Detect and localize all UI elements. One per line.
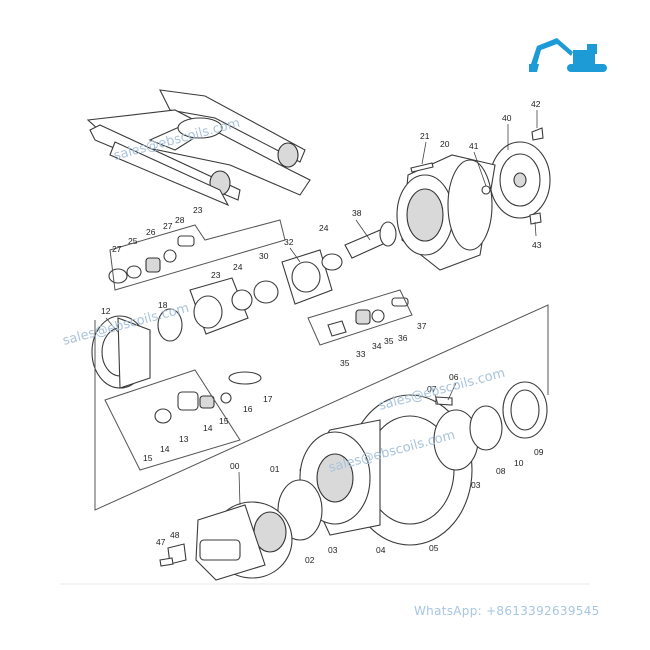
callout-14a: 14 <box>203 423 213 433</box>
travel-motor-assembly <box>159 501 293 581</box>
callout-16: 16 <box>243 404 253 414</box>
callout-38: 38 <box>352 208 362 218</box>
callout-40: 40 <box>502 113 512 123</box>
undercarriage-frame <box>86 89 311 207</box>
callout-43: 43 <box>532 240 542 250</box>
callout-27b: 27 <box>112 244 122 254</box>
callout-18: 18 <box>158 300 168 310</box>
callout-24b: 24 <box>233 262 243 272</box>
callout-03a: 03 <box>471 480 481 490</box>
part-callouts: 42 40 21 20 41 43 38 23 28 27 26 25 27 2… <box>101 99 544 565</box>
excavator-logo-icon <box>527 38 609 80</box>
callout-36: 36 <box>398 333 408 343</box>
callout-03b: 03 <box>328 545 338 555</box>
whatsapp-contact: WhatsApp: +8613392639545 <box>414 604 600 618</box>
callout-15a: 15 <box>219 416 229 426</box>
leader-lines <box>105 110 538 506</box>
callout-35b: 35 <box>340 358 350 368</box>
travel-motor-hub <box>344 127 551 271</box>
callout-08: 08 <box>496 466 506 476</box>
callout-07: 07 <box>427 384 437 394</box>
callout-26: 26 <box>146 227 156 237</box>
callout-13: 13 <box>179 434 189 444</box>
callout-32: 32 <box>284 237 294 247</box>
callout-01: 01 <box>270 464 280 474</box>
callout-04: 04 <box>376 545 386 555</box>
callout-02: 02 <box>305 555 315 565</box>
callout-27a: 27 <box>163 221 173 231</box>
callout-41: 41 <box>469 141 479 151</box>
sprocket-and-housing <box>277 381 548 546</box>
callout-20: 20 <box>440 139 450 149</box>
callout-10: 10 <box>514 458 524 468</box>
callout-14b: 14 <box>160 444 170 454</box>
callout-06: 06 <box>449 372 459 382</box>
callout-23a: 23 <box>193 205 203 215</box>
callout-12: 12 <box>101 306 111 316</box>
callout-23b: 23 <box>211 270 221 280</box>
planetary-stage-one <box>108 235 343 335</box>
callout-42: 42 <box>531 99 541 109</box>
callout-09: 09 <box>534 447 544 457</box>
callout-24a: 24 <box>319 223 329 233</box>
planetary-stage-two <box>91 297 409 424</box>
callout-28: 28 <box>175 215 185 225</box>
group-frames <box>94 219 549 511</box>
callout-34: 34 <box>372 341 382 351</box>
callout-25: 25 <box>128 236 138 246</box>
callout-33: 33 <box>356 349 366 359</box>
callout-21: 21 <box>420 131 430 141</box>
callout-35a: 35 <box>384 336 394 346</box>
callout-00: 00 <box>230 461 240 471</box>
callout-48: 48 <box>170 530 180 540</box>
callout-30: 30 <box>259 251 269 261</box>
callout-37: 37 <box>417 321 427 331</box>
callout-47: 47 <box>156 537 166 547</box>
callout-17: 17 <box>263 394 273 404</box>
callout-15b: 15 <box>143 453 153 463</box>
callout-05: 05 <box>429 543 439 553</box>
